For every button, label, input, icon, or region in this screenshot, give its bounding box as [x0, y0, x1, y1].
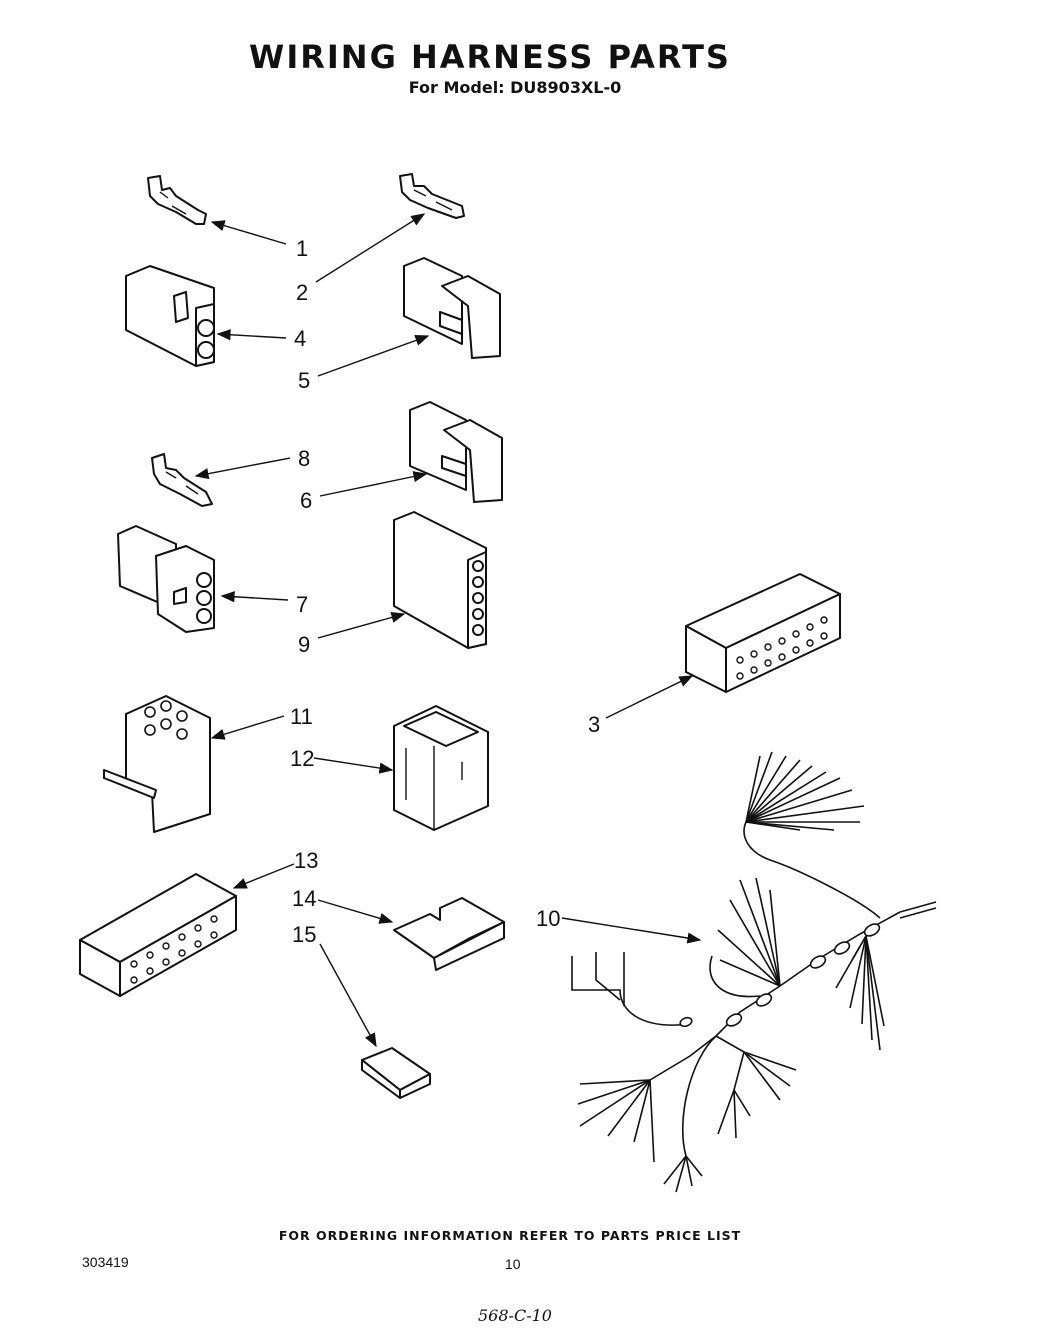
part-label-1: 1 — [296, 236, 308, 261]
part-4-connector — [125, 265, 215, 367]
ordering-info-note: FOR ORDERING INFORMATION REFER TO PARTS … — [278, 1228, 742, 1243]
part-2-terminal — [399, 173, 465, 219]
part-label-7: 7 — [296, 592, 308, 617]
page-number: 10 — [505, 1256, 521, 1272]
document-number: 303419 — [82, 1254, 129, 1270]
part-11-connector — [103, 695, 211, 833]
part-label-5: 5 — [298, 368, 310, 393]
part-label-3: 3 — [588, 712, 600, 737]
part-8-terminal — [151, 453, 213, 507]
part-5-housing — [403, 257, 501, 359]
handwritten-code: 568-C-10 — [478, 1306, 552, 1325]
part-label-4: 4 — [294, 326, 306, 351]
part-12-housing — [393, 705, 489, 831]
part-label-11: 11 — [290, 704, 313, 729]
part-label-15: 15 — [292, 922, 316, 947]
part-3-block — [685, 573, 841, 693]
part-15-pad — [361, 1047, 431, 1099]
part-label-9: 9 — [298, 632, 310, 657]
part-10-wiring-harness — [571, 751, 937, 1193]
part-14-clip — [393, 897, 505, 971]
model-subtitle: For Model: DU8903XL-0 — [408, 78, 622, 97]
part-label-13: 13 — [294, 848, 318, 873]
part-label-8: 8 — [298, 446, 310, 471]
part-label-12: 12 — [290, 746, 314, 771]
part-label-10: 10 — [536, 906, 560, 931]
part-6-housing — [409, 401, 503, 503]
part-1-terminal — [147, 175, 207, 225]
part-label-2: 2 — [296, 280, 308, 305]
part-13-block — [79, 873, 237, 997]
part-label-6: 6 — [300, 488, 312, 513]
part-7-connector — [117, 525, 215, 633]
part-9-connector — [393, 511, 487, 649]
part-label-14: 14 — [292, 886, 316, 911]
leader-lines — [194, 213, 702, 1048]
page-title: WIRING HARNESS PARTS — [249, 38, 731, 76]
